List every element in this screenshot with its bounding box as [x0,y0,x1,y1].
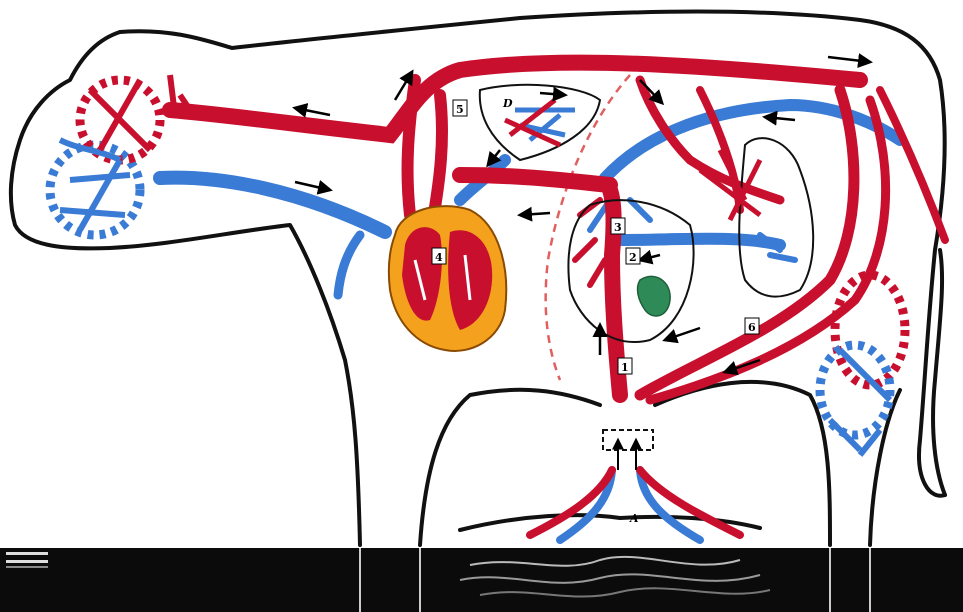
umbilical-ring [603,430,653,470]
label-1: 1 [618,358,632,374]
liver [568,200,693,342]
svg-text:1: 1 [621,361,629,374]
label-2: 2 [626,248,640,264]
placenta-band [0,548,963,612]
hindlimb-capillary-network [820,275,905,455]
svg-text:5: 5 [456,103,464,116]
abdominal-organ [700,138,813,296]
svg-text:2: 2 [629,251,637,264]
head-capillary-network [50,75,190,235]
label-A: A [629,512,639,525]
svg-text:D: D [502,97,513,110]
svg-text:6: 6 [748,321,756,334]
label-4: 4 [432,248,446,264]
svg-text:4: 4 [435,251,443,264]
label-5: 5 [453,100,467,116]
label-3: 3 [611,218,625,234]
heart [389,206,506,351]
label-6: 6 [745,318,759,334]
label-D: D [502,97,513,110]
svg-text:3: 3 [614,221,622,234]
svg-text:A: A [629,512,639,525]
